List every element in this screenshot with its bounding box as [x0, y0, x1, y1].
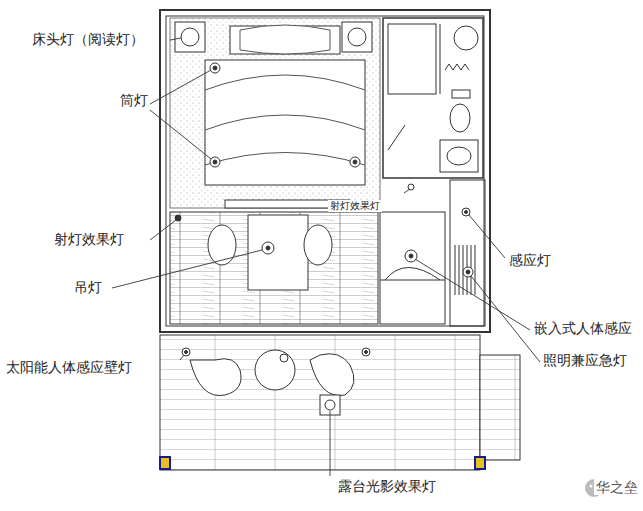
callout-label: 太阳能人体感应壁灯: [4, 359, 134, 375]
callout-label: 射灯效果灯: [328, 200, 382, 212]
callout-label: 吊灯: [72, 279, 104, 295]
callout-label: 嵌入式人体感应: [532, 320, 634, 336]
callout-label: 射灯效果灯: [52, 231, 126, 247]
callout-label: 筒灯: [118, 92, 150, 108]
callout-label: 照明兼应急灯: [541, 352, 629, 368]
callout-label: 露台光影效果灯: [336, 478, 438, 494]
callout-label: 感应灯: [507, 252, 553, 268]
watermark: 华之垒: [594, 479, 640, 495]
callout-label: 床头灯（阅读灯）: [30, 31, 146, 47]
